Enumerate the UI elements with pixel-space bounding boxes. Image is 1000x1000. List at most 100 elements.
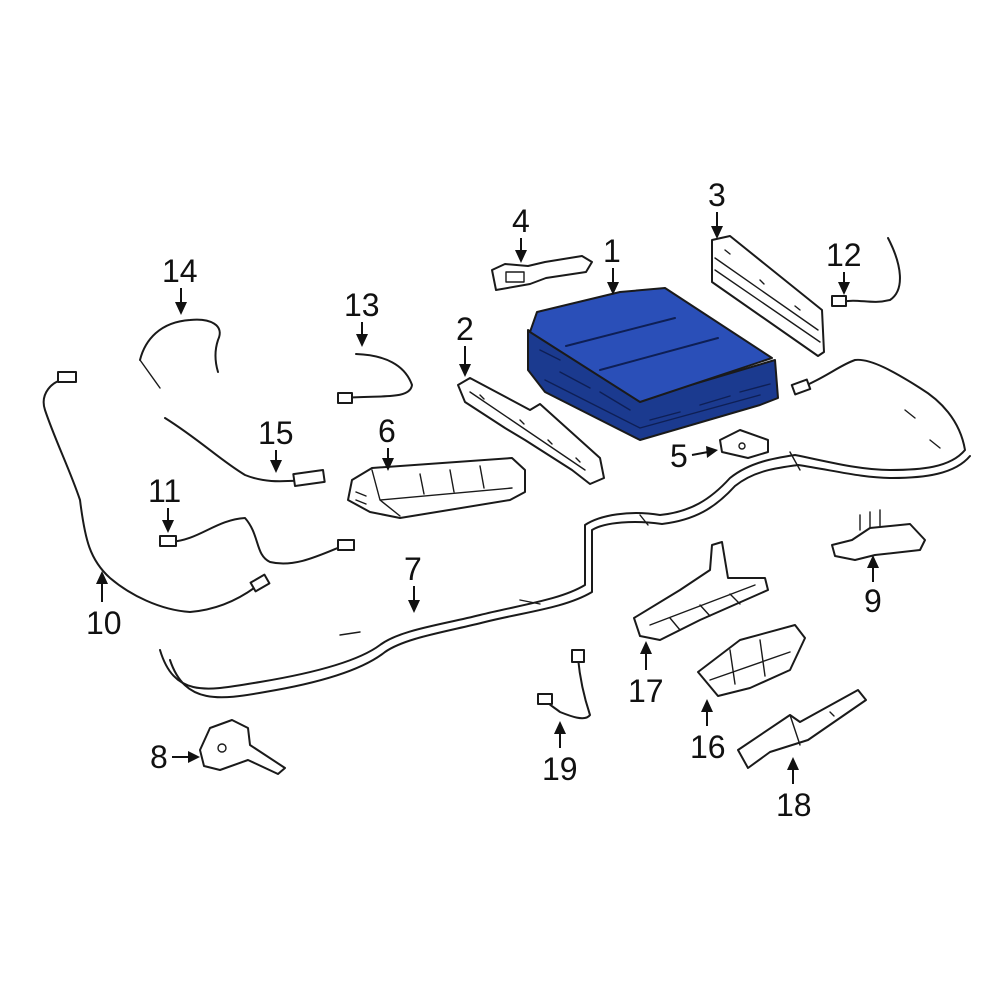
part-9-sensor[interactable] <box>831 509 926 561</box>
callout-number: 1 <box>603 233 621 269</box>
module16-detail <box>709 639 791 685</box>
callout-12[interactable]: 12 <box>826 237 862 295</box>
cable14-run <box>139 318 221 373</box>
callout-10[interactable]: 10 <box>86 571 122 641</box>
callout-number: 11 <box>148 473 181 509</box>
leader-arrow <box>867 555 879 568</box>
cable15-connector <box>292 468 326 488</box>
callout-11[interactable]: 11 <box>148 473 181 533</box>
leader-arrow <box>162 520 174 533</box>
bracket17-outline <box>633 541 769 641</box>
cable11-connector <box>159 535 177 547</box>
cable11-run <box>169 517 346 565</box>
callout-number: 14 <box>162 253 198 289</box>
harness-connector <box>790 378 812 396</box>
module16-outline <box>697 624 806 697</box>
callout-number: 15 <box>258 415 294 451</box>
module-outline <box>347 457 526 519</box>
battery-pack-seam <box>565 317 676 347</box>
callout-3[interactable]: 3 <box>708 177 726 239</box>
part-18-cover[interactable] <box>737 689 867 769</box>
part-4-clamp[interactable] <box>491 255 593 291</box>
part-10-cable[interactable] <box>42 371 271 613</box>
part-15-cable[interactable] <box>164 417 326 488</box>
leader-arrow <box>188 751 200 763</box>
leader-arrow <box>607 282 619 295</box>
callout-number: 13 <box>344 287 380 323</box>
leader-line <box>691 451 709 456</box>
leader-arrow <box>701 699 713 712</box>
part-16-module[interactable] <box>697 624 806 697</box>
callout-number: 8 <box>150 739 168 775</box>
part-13-cable[interactable] <box>337 353 413 404</box>
callout-number: 2 <box>456 311 474 347</box>
battery-pack-detail <box>539 349 771 429</box>
part-14-cable[interactable] <box>139 318 221 389</box>
cable13-connector <box>337 392 353 404</box>
sensor-outline <box>831 523 926 561</box>
callout-19[interactable]: 19 <box>542 721 578 787</box>
part-5-small-bracket[interactable] <box>719 429 769 459</box>
leader-arrow <box>706 446 718 458</box>
sensor-detail <box>859 509 881 531</box>
cable11-connector <box>337 539 355 551</box>
cable19-connector <box>571 649 585 663</box>
part-7-main-harness[interactable] <box>159 358 971 699</box>
callout-number: 16 <box>690 729 726 765</box>
callout-16[interactable]: 16 <box>690 699 726 765</box>
callout-7[interactable]: 7 <box>404 551 422 613</box>
callout-15[interactable]: 15 <box>258 415 294 473</box>
callout-17[interactable]: 17 <box>628 641 664 709</box>
leader-arrow <box>459 364 471 377</box>
callout-13[interactable]: 13 <box>344 287 380 347</box>
cable13-run <box>344 353 413 399</box>
leader-arrow <box>270 460 282 473</box>
callout-6[interactable]: 6 <box>378 413 396 471</box>
part-8-bracket[interactable] <box>199 719 286 775</box>
leader-arrow <box>356 334 368 347</box>
callout-number: 7 <box>404 551 422 587</box>
harness-main-run <box>159 358 966 690</box>
cover-detail <box>789 711 835 746</box>
leader-arrow <box>640 641 652 654</box>
part-3-support-plate[interactable] <box>711 235 825 357</box>
callout-18[interactable]: 18 <box>776 757 812 823</box>
callout-number: 17 <box>628 673 664 709</box>
cable10-run <box>42 377 263 613</box>
cable19-run <box>544 657 591 720</box>
callout-2[interactable]: 2 <box>456 311 474 377</box>
part-6-control-module[interactable] <box>347 457 526 519</box>
cable10-connector <box>57 371 77 383</box>
leader-arrow <box>382 458 394 471</box>
callout-8[interactable]: 8 <box>150 739 200 775</box>
part-19-sensor-cable[interactable] <box>537 649 591 720</box>
callout-9[interactable]: 9 <box>864 555 882 619</box>
part-2-mounting-bracket[interactable] <box>457 377 605 485</box>
callout-5[interactable]: 5 <box>670 438 718 474</box>
callout-1[interactable]: 1 <box>603 233 621 295</box>
part-1-battery-pack[interactable] <box>527 287 779 441</box>
callout-number: 3 <box>708 177 726 213</box>
bracket-detail <box>469 391 586 471</box>
callout-number: 4 <box>512 203 530 239</box>
callout-number: 19 <box>542 751 578 787</box>
leader-arrow <box>408 600 420 613</box>
part-11-cable[interactable] <box>159 517 355 565</box>
part-17-bracket[interactable] <box>633 541 769 641</box>
leader-arrow <box>838 282 850 295</box>
clamp-outline <box>491 255 593 291</box>
callout-number: 10 <box>86 605 122 641</box>
module-detail <box>355 465 513 517</box>
cable12-run <box>839 237 901 303</box>
small-bracket-hole <box>738 442 746 450</box>
callout-14[interactable]: 14 <box>162 253 198 315</box>
callout-number: 18 <box>776 787 812 823</box>
callout-4[interactable]: 4 <box>512 203 530 263</box>
callout-number: 9 <box>864 583 882 619</box>
bracket8-hole <box>217 743 227 753</box>
cable19-connector <box>537 693 553 705</box>
leader-arrow <box>515 250 527 263</box>
part-12-cable[interactable] <box>831 237 901 307</box>
harness-parallel-run <box>169 455 971 699</box>
